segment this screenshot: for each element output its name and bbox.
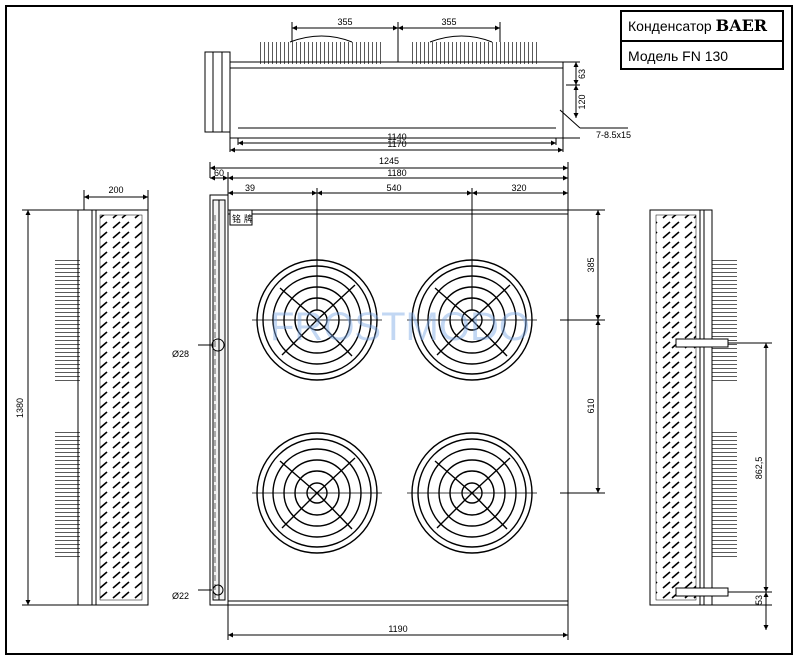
nameplate-label: 铭 牌 <box>232 213 253 225</box>
right-view <box>649 209 772 630</box>
dim-front-outlet-pipe: Ø22 <box>172 591 189 601</box>
dim-front-offset-39: 39 <box>245 183 255 193</box>
watermark: FROSTMODO <box>270 305 530 349</box>
drawing-frame <box>5 5 793 655</box>
dim-top-fan-spacing-left: 355 <box>337 17 352 27</box>
top-view <box>204 22 628 153</box>
dim-right-pipe-height: 862,5 <box>754 457 764 480</box>
top-fan-fins-left <box>258 42 383 64</box>
brand-label: BAER <box>715 16 768 35</box>
outlet-pipe <box>212 584 224 596</box>
title-row-model: Модель FN 130 <box>622 42 782 70</box>
left-casing <box>77 209 149 606</box>
dim-top-height-upper: 63 <box>577 69 587 79</box>
fan-center-lines <box>252 319 537 494</box>
dim-front-overall-width: 1245 <box>379 156 399 166</box>
model-label: Модель FN 130 <box>628 48 729 64</box>
dim-right-base-offset: 53 <box>754 595 764 605</box>
right-fan-upper <box>712 258 737 383</box>
dim-front-bottom-width: 1190 <box>388 624 407 634</box>
product-type-label: Конденсатор <box>628 18 712 34</box>
top-fan-fins-right <box>410 42 540 64</box>
dim-left-depth: 200 <box>108 185 123 195</box>
top-header-pipes <box>204 51 231 133</box>
dim-front-offset-60: 60 <box>214 168 224 178</box>
dim-front-fan-edge-right: 320 <box>511 183 526 193</box>
left-fan-lower <box>55 432 80 557</box>
left-view <box>22 190 149 606</box>
dim-front-fan-edge-top: 385 <box>586 257 596 272</box>
dim-top-outer-length: 1170 <box>387 139 406 149</box>
dim-top-inner-length: 1140 <box>387 132 406 142</box>
top-fan-guard-right <box>429 35 493 43</box>
right-fan-lower <box>712 432 737 557</box>
dim-top-holes: 7-8.5x15 <box>596 130 631 140</box>
top-fan-guard-left <box>289 35 353 43</box>
dim-front-fan-pitch-v: 610 <box>586 398 596 413</box>
front-casing <box>227 209 569 606</box>
dim-front-inlet-pipe: Ø28 <box>172 349 189 359</box>
right-casing <box>649 209 713 606</box>
right-pipe-upper <box>675 338 729 348</box>
dim-top-height-lower: 120 <box>577 94 587 109</box>
left-fan-upper <box>55 258 80 383</box>
dim-front-span-1180: 1180 <box>387 168 406 178</box>
dim-top-fan-spacing-right: 355 <box>441 17 456 27</box>
top-casing <box>229 61 564 139</box>
dim-front-fan-pitch-h: 540 <box>386 183 401 193</box>
right-pipe-lower <box>675 587 729 597</box>
front-view <box>198 162 605 640</box>
dim-left-height: 1380 <box>15 398 25 418</box>
